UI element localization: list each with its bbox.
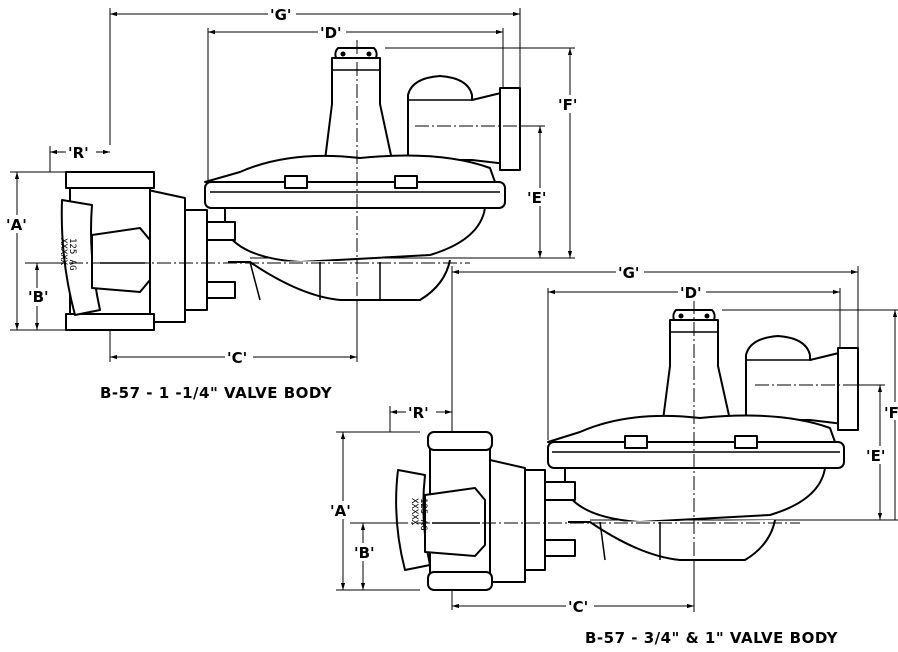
view-2-dim-f: 'F bbox=[884, 404, 898, 422]
view-1-dim-d: 'D' bbox=[320, 24, 342, 42]
view-1-dim-e: 'E' bbox=[527, 189, 546, 207]
view-2-dim-b: 'B' bbox=[354, 544, 375, 562]
view-1-body-marking-2: XXXXX bbox=[58, 238, 68, 266]
view-2-body-marking-2: XXXXX bbox=[409, 498, 419, 526]
view-2-three-quarter-and-1-inch-body: 125 AG XXXXX 'G' 'D' 'F 'E' 'R' 'A' 'B' … bbox=[328, 263, 898, 647]
view-2-regulator-outline bbox=[395, 309, 859, 591]
view-2-dim-r: 'R' bbox=[408, 404, 429, 422]
view-1-dimension-labels: 'G' 'D' 'F' 'E' 'R' 'A' 'B' 'C' bbox=[4, 5, 582, 367]
view-1-dim-f: 'F' bbox=[558, 96, 577, 114]
view-1-dim-a: 'A' bbox=[6, 216, 27, 234]
view-1-caption: B-57 - 1 -1/4" VALVE BODY bbox=[100, 384, 333, 402]
view-1-dim-g: 'G' bbox=[270, 6, 292, 24]
view-1-dim-b: 'B' bbox=[28, 288, 49, 306]
view-2-dim-e: 'E' bbox=[866, 447, 885, 465]
view-2-dim-a: 'A' bbox=[330, 502, 351, 520]
view-2-dim-g: 'G' bbox=[618, 264, 640, 282]
view-1-body-marking-1: 125 AG bbox=[67, 238, 77, 271]
view-2-dim-c: 'C' bbox=[568, 598, 588, 616]
view-2-dim-d: 'D' bbox=[680, 284, 702, 302]
view-1-dim-r: 'R' bbox=[68, 144, 89, 162]
view-2-dimension-labels: 'G' 'D' 'F 'E' 'R' 'A' 'B' 'C' bbox=[328, 263, 898, 616]
view-2-caption: B-57 - 3/4" & 1" VALVE BODY bbox=[585, 629, 839, 647]
view-1-regulator-outline bbox=[60, 47, 521, 331]
view-2-body-marking-1: 125 AG bbox=[418, 498, 428, 531]
view-1-1-quarter-inch-body: 125 AG XXXXX 'G' 'D' 'F' 'E' 'R' 'A' 'B'… bbox=[4, 5, 582, 402]
view-1-dim-c: 'C' bbox=[227, 349, 247, 367]
